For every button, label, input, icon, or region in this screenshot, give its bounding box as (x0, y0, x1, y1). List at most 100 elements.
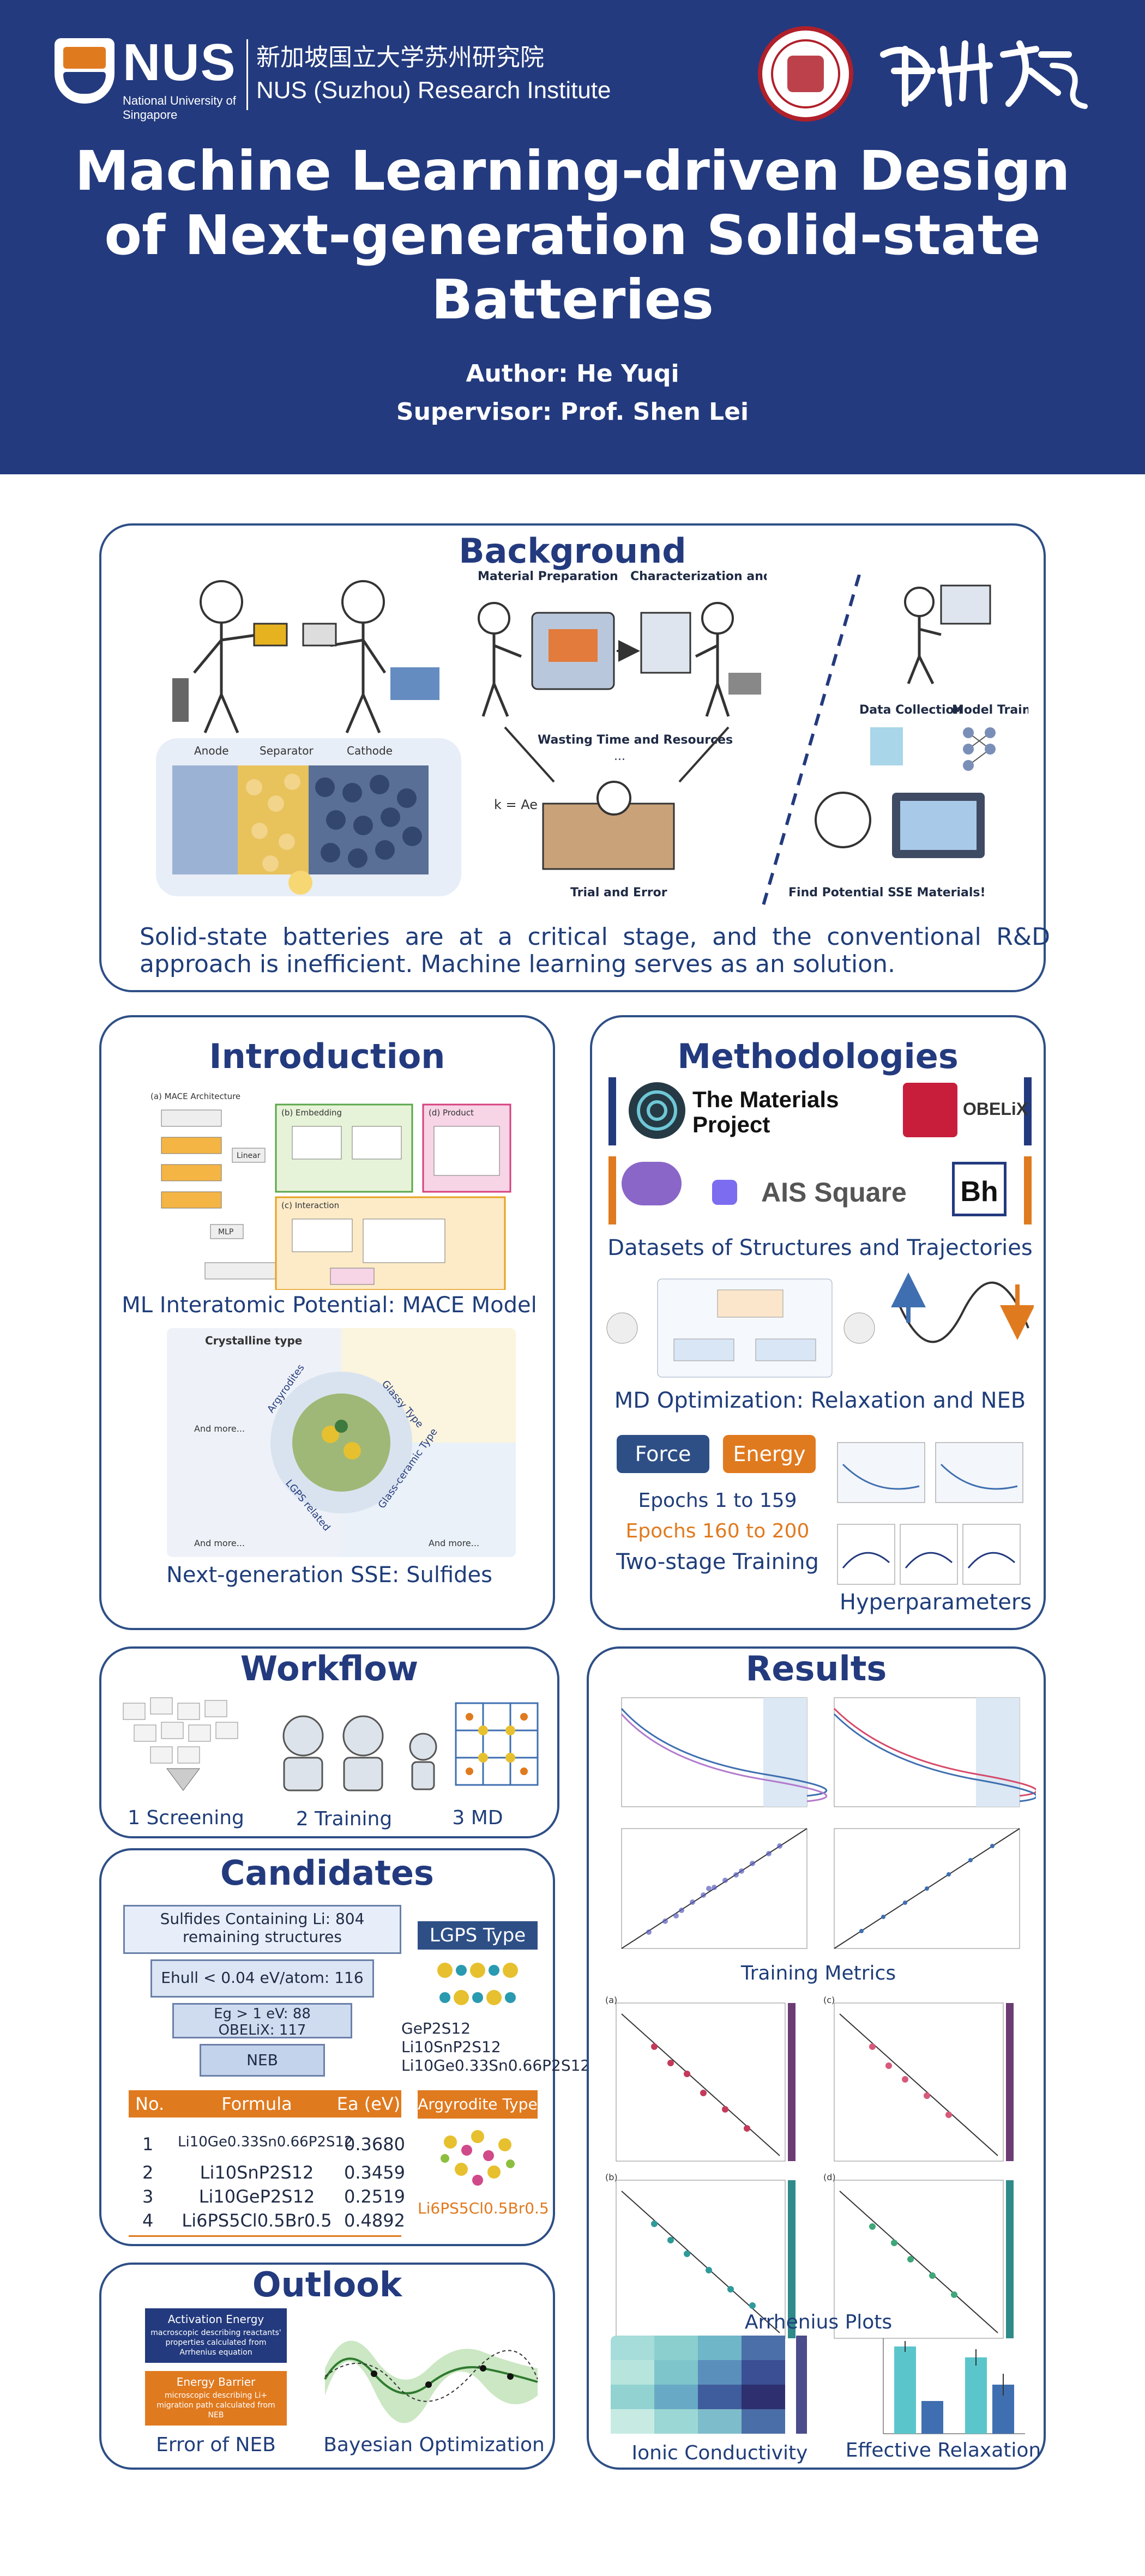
arrhenius-plots: (a) (c) (b) (d) (605, 1995, 1014, 2339)
poster-title: Machine Learning-driven Design of Next-g… (75, 139, 1070, 331)
md-caption: MD Optimization: Relaxation and NEB (614, 1388, 1026, 1413)
header-banner: NUS National University of Singapore 新加坡… (0, 0, 1145, 474)
training-caption: Two-stage Training (616, 1549, 819, 1574)
table-row-2-ea: 0.3459 (344, 2162, 405, 2183)
cathode-label: Cathode (347, 744, 393, 757)
workflow-step-3: 3 MD (452, 1807, 503, 1829)
lgps-type-tag: LGPS Type (418, 1921, 538, 1950)
introduction-panel: Introduction (a) MACE Architecture Linea… (99, 1015, 555, 1630)
arrhenius-label-d: (d) (823, 2172, 836, 2182)
mace-embedding-label: (b) Embedding (281, 1108, 342, 1118)
table-bottom-rule (129, 2235, 401, 2237)
effective-relaxation-bars (883, 2338, 1025, 2434)
lgps-formulas: GeP2S12 Li10SnP2S12 Li10Ge0.33Sn0.66P2S1… (401, 2019, 590, 2074)
logo-divider (246, 39, 248, 110)
outlook-caption-right: Bayesian Optimization (323, 2434, 545, 2456)
energy-barrier-title: Energy Barrier (176, 2375, 256, 2388)
institute-name-cn: 新加坡国立大学苏州研究院 (256, 44, 544, 71)
obelix-name: OBELiX (963, 1099, 1028, 1119)
activation-energy-text: macroscopic describing reactants' proper… (150, 2328, 281, 2357)
results-panel: Results Training Metrics (a) (c) (587, 1646, 1046, 2470)
and-more-label-2: And more... (194, 1538, 245, 1548)
outlook-caption-left: Error of NEB (156, 2434, 276, 2456)
arrhenius-label-b: (b) (605, 2172, 618, 2182)
md-optimization-figure (606, 1272, 1034, 1378)
funnel-stage-2: Ehull < 0.04 eV/atom: 116 (150, 1959, 374, 1998)
material-prep-label: Material Preparation (478, 570, 618, 583)
mace-product-label: (d) Product (429, 1108, 474, 1118)
and-more-label-3: And more... (429, 1538, 479, 1548)
workflow-step-2: 2 Training (296, 1808, 393, 1830)
funnel-stage-1: Sulfides Containing Li: 804 remaining st… (123, 1905, 401, 1954)
ais-square-logo: AIS Square (707, 1165, 914, 1219)
candidates-title: Candidates (220, 1853, 434, 1893)
workflow-figure (123, 1697, 539, 1791)
arrhenius-label-c: (c) (823, 1995, 835, 2005)
energy-barrier-box: Energy Barrier microscopic describing Li… (145, 2371, 287, 2426)
crystalline-type-label: Crystalline type (205, 1334, 302, 1347)
argyrodite-structure-image (441, 2130, 515, 2186)
institute-name-en: NUS (Suzhou) Research Institute (256, 77, 611, 104)
mace-caption: ML Interatomic Potential: MACE Model (122, 1293, 537, 1318)
author: Author: He Yuqi (466, 360, 679, 388)
table-row-4-ea: 0.4892 (344, 2210, 405, 2231)
institute-name: 新加坡国立大学苏州研究院 NUS (Suzhou) Research Insti… (256, 41, 611, 107)
hyper-caption: Hyperparameters (839, 1590, 1032, 1615)
parity-plots (621, 1828, 1020, 1949)
background-title: Background (459, 531, 686, 571)
nus-subtitle: National University of Singapore (123, 94, 236, 122)
obelix-logo: OBELiX (903, 1077, 1032, 1145)
hyperparameter-plots (837, 1442, 1023, 1585)
lgps-structure-image (437, 1963, 518, 2005)
table-header-ea: Ea (eV) (336, 2090, 401, 2117)
separator-label: Separator (260, 744, 314, 757)
nus-logo: NUS National University of Singapore (55, 33, 251, 122)
table-row-3-no: 3 (142, 2186, 154, 2207)
energy-chip: Energy (723, 1435, 816, 1473)
ionic-caption: Ionic Conductivity (631, 2442, 808, 2464)
nus-wordmark: NUS (123, 33, 237, 92)
table-row-4-formula: Li6PS5Cl0.5Br0.5 (182, 2210, 332, 2231)
argyrodite-type-tag: Argyrodite Type (418, 2090, 538, 2119)
bohrium-element-icon: Bh (952, 1162, 1007, 1216)
background-panel: Background Anode Separator Cathode Mater… (99, 523, 1050, 992)
table-header-formula: Formula (178, 2090, 336, 2117)
bayesian-optimization-plot (324, 2340, 538, 2423)
data-collection-label: Data Collection (859, 703, 962, 717)
table-row-3-formula: Li10GeP2S12 (198, 2186, 315, 2207)
table-row-3-ea: 0.2519 (344, 2186, 405, 2207)
ais-square-name: AIS Square (761, 1177, 907, 1208)
funnel-stage-3: Eg > 1 eV: 88 OBELiX: 117 (172, 2003, 352, 2038)
force-chip: Force (617, 1435, 709, 1473)
materials-project-name: The Materials Project (692, 1087, 839, 1137)
trial-label: Trial and Error (570, 886, 667, 900)
argyrodite-formula: Li6PS5Cl0.5Br0.5 (418, 2199, 549, 2217)
arrhenius-caption: Arrhenius Plots (744, 2311, 893, 2333)
bdse-logo (608, 1156, 685, 1224)
results-title: Results (745, 1649, 887, 1688)
methodologies-title: Methodologies (677, 1036, 959, 1076)
materials-project-logo: The Materials Project (608, 1077, 892, 1145)
epochs-stage1: Epochs 1 to 159 (638, 1489, 797, 1512)
table-row-2-formula: Li10SnP2S12 (200, 2162, 314, 2183)
model-training-label: Model Training (952, 703, 1028, 717)
soochow-university-seal-icon (758, 26, 853, 122)
workflow-step-1: 1 Screening (128, 1807, 244, 1829)
workflow-panel: Workflow 1 Screening 2 Training 3 MD (99, 1646, 559, 1838)
training-metrics-caption: Training Metrics (740, 1962, 896, 1984)
mace-linear-label: Linear (237, 1151, 261, 1160)
background-text: Solid-state batteries are at a critical … (140, 923, 1050, 978)
dashed-divider (760, 575, 861, 913)
introduction-title: Introduction (209, 1036, 445, 1076)
arrhenius-label-a: (a) (605, 1995, 617, 2005)
supervisor: Supervisor: Prof. Shen Lei (396, 398, 749, 426)
table-row-1-no: 1 (142, 2134, 154, 2155)
ais-square-icon (712, 1180, 737, 1205)
mace-mlp-label: MLP (218, 1228, 233, 1236)
epochs-stage2: Epochs 160 to 200 (625, 1520, 810, 1542)
table-row-4-no: 4 (142, 2210, 154, 2231)
svg-text:k = Ae: k = Ae (494, 797, 538, 812)
outlook-panel: Outlook Activation Energy macroscopic de… (99, 2263, 555, 2470)
and-more-label-1: And more... (194, 1423, 245, 1434)
table-row-2-no: 2 (142, 2162, 154, 2183)
